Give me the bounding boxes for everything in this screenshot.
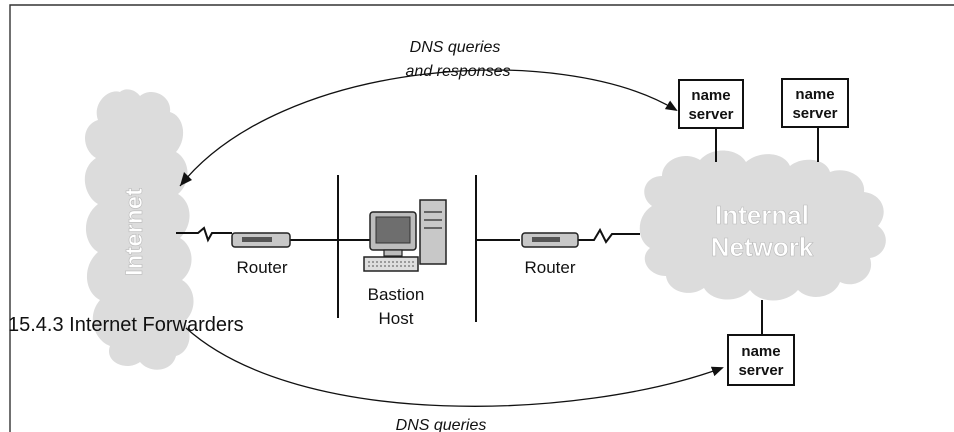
name-server-box-1: name server bbox=[678, 79, 744, 129]
top-dns-arrow bbox=[179, 69, 678, 187]
internal-network-cloud: Internal Network bbox=[639, 150, 886, 301]
router-left: Router bbox=[231, 232, 291, 277]
name-server-label-2-line2: server bbox=[792, 105, 837, 122]
name-server-box-2: name server bbox=[781, 78, 849, 128]
name-server-label-2-line1: name bbox=[795, 86, 834, 103]
router-right: Router bbox=[521, 232, 579, 277]
internal-network-label-line1: Internal bbox=[715, 200, 809, 230]
top-arrow-label-line2: and responses bbox=[406, 63, 511, 80]
internet-label: Internet bbox=[121, 188, 148, 276]
router-right-label: Router bbox=[524, 258, 575, 277]
top-dns-arrowhead-left bbox=[180, 172, 192, 186]
network-links bbox=[176, 127, 819, 335]
internet-cloud: Internet bbox=[84, 89, 194, 370]
bastion-host-label-line1: Bastion bbox=[368, 285, 425, 304]
bottom-arrow-label: DNS queries bbox=[396, 417, 487, 432]
bastion-host-label-line2: Host bbox=[379, 309, 414, 328]
section-heading: 15.4.3 Internet Forwarders bbox=[8, 314, 244, 336]
top-arrow-label-line1: DNS queries bbox=[410, 39, 501, 56]
bastion-host: Bastion Host bbox=[363, 199, 447, 328]
router-left-label: Router bbox=[236, 258, 287, 277]
name-server-label-3-line2: server bbox=[738, 362, 783, 379]
name-server-label-1-line2: server bbox=[688, 106, 733, 123]
figure-frame bbox=[9, 4, 954, 432]
internal-network-label-line2: Network bbox=[711, 232, 814, 262]
name-server-label-1-line1: name bbox=[691, 87, 730, 104]
bottom-dns-arrow bbox=[185, 327, 724, 407]
name-server-label-3-line1: name bbox=[741, 343, 780, 360]
computer-icon bbox=[363, 199, 447, 272]
name-server-box-3: name server bbox=[727, 334, 795, 386]
